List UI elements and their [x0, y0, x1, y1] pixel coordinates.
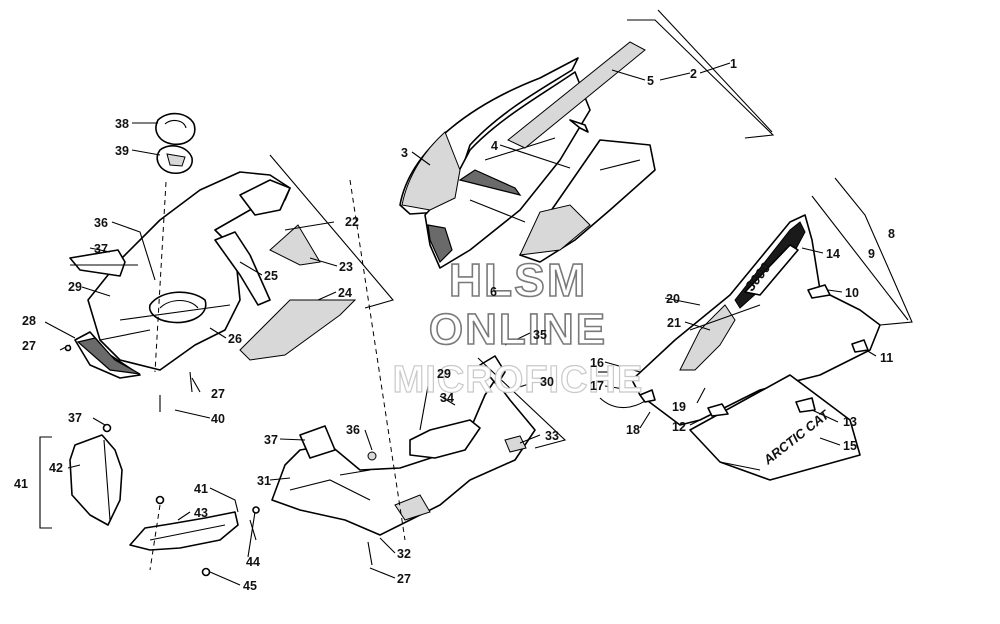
- callout-42: 42: [49, 461, 63, 475]
- callout-33: 33: [545, 429, 559, 443]
- callout-37-left: 37: [68, 411, 82, 425]
- callout-37-lower: 37: [264, 433, 278, 447]
- callout-5: 5: [647, 74, 654, 88]
- hood-side-panel: [519, 139, 656, 263]
- trim-panel-23: [269, 224, 321, 266]
- callout-35: 35: [533, 328, 547, 342]
- callout-2: 2: [690, 67, 697, 81]
- callout-29-lower: 29: [437, 367, 451, 381]
- fasteners: [64, 344, 377, 577]
- gasket-39: [156, 145, 193, 174]
- callout-36-upper: 36: [94, 216, 108, 230]
- callout-3: 3: [401, 146, 408, 160]
- callout-16: 16: [590, 356, 604, 370]
- side-panel-28: [74, 331, 141, 379]
- callout-12: 12: [672, 420, 686, 434]
- belly-pan-lower-15: [689, 374, 861, 481]
- callout-labels: 1 2 3 4 5 6 8 9 10 11 12 13 14 15 16 17 …: [14, 57, 895, 593]
- callout-24: 24: [338, 286, 352, 300]
- group-brackets: [39, 9, 913, 529]
- callout-26: 26: [228, 332, 242, 346]
- callout-11: 11: [880, 351, 893, 365]
- callout-36-lower: 36: [346, 423, 360, 437]
- watermark-line-1: HLSM: [449, 254, 587, 306]
- windshield-panel-5: [507, 41, 646, 149]
- callout-41-left: 41: [14, 477, 28, 491]
- callout-30: 30: [540, 375, 554, 389]
- callout-27-bottom: 27: [397, 572, 411, 586]
- callout-18: 18: [626, 423, 640, 437]
- callout-19: 19: [672, 400, 686, 414]
- callout-10: 10: [845, 286, 859, 300]
- callout-14: 14: [826, 247, 840, 261]
- callout-15: 15: [843, 439, 857, 453]
- callout-6: 6: [490, 285, 497, 299]
- callout-34: 34: [440, 391, 454, 405]
- callout-1: 1: [730, 57, 737, 71]
- callout-9: 9: [868, 247, 875, 261]
- callout-40: 40: [211, 412, 225, 426]
- callout-37-upper: 37: [94, 242, 108, 256]
- callout-27-left: 27: [22, 339, 36, 353]
- callout-43: 43: [194, 506, 208, 520]
- watermark-line-3: MICROFICHE: [393, 359, 644, 401]
- callout-44: 44: [246, 555, 260, 569]
- callout-25: 25: [264, 269, 278, 283]
- trim-panel-24: [239, 299, 357, 361]
- watermark-line-2: ONLINE: [429, 305, 607, 354]
- gasket-38: [155, 112, 196, 146]
- callout-29-left: 29: [68, 280, 82, 294]
- callout-17: 17: [590, 379, 604, 393]
- callout-4: 4: [491, 139, 498, 153]
- callout-20: 20: [666, 292, 680, 306]
- callout-32: 32: [397, 547, 411, 561]
- callout-13: 13: [843, 415, 857, 429]
- callout-28: 28: [22, 314, 36, 328]
- leader-lines: [44, 62, 877, 586]
- callout-8: 8: [888, 227, 895, 241]
- fastener-lines: [59, 179, 406, 571]
- belly-pan-assembly: [631, 214, 881, 426]
- upper-console-assembly: [87, 171, 291, 371]
- side-panel-42: [69, 434, 123, 526]
- sensor-harness-16-17: [599, 389, 656, 409]
- callout-31: 31: [257, 474, 271, 488]
- bracket-37-left: [69, 249, 138, 277]
- watermark: HLSM ONLINE MICROFICHE: [392, 253, 644, 401]
- callout-45: 45: [243, 579, 257, 593]
- bracket-43: [129, 511, 239, 551]
- callout-21: 21: [667, 316, 681, 330]
- callout-38: 38: [115, 117, 129, 131]
- callout-41-lower: 41: [194, 482, 208, 496]
- callout-22: 22: [345, 215, 359, 229]
- callout-39: 39: [115, 144, 129, 158]
- callout-27-middle: 27: [211, 387, 225, 401]
- callout-23: 23: [339, 260, 353, 274]
